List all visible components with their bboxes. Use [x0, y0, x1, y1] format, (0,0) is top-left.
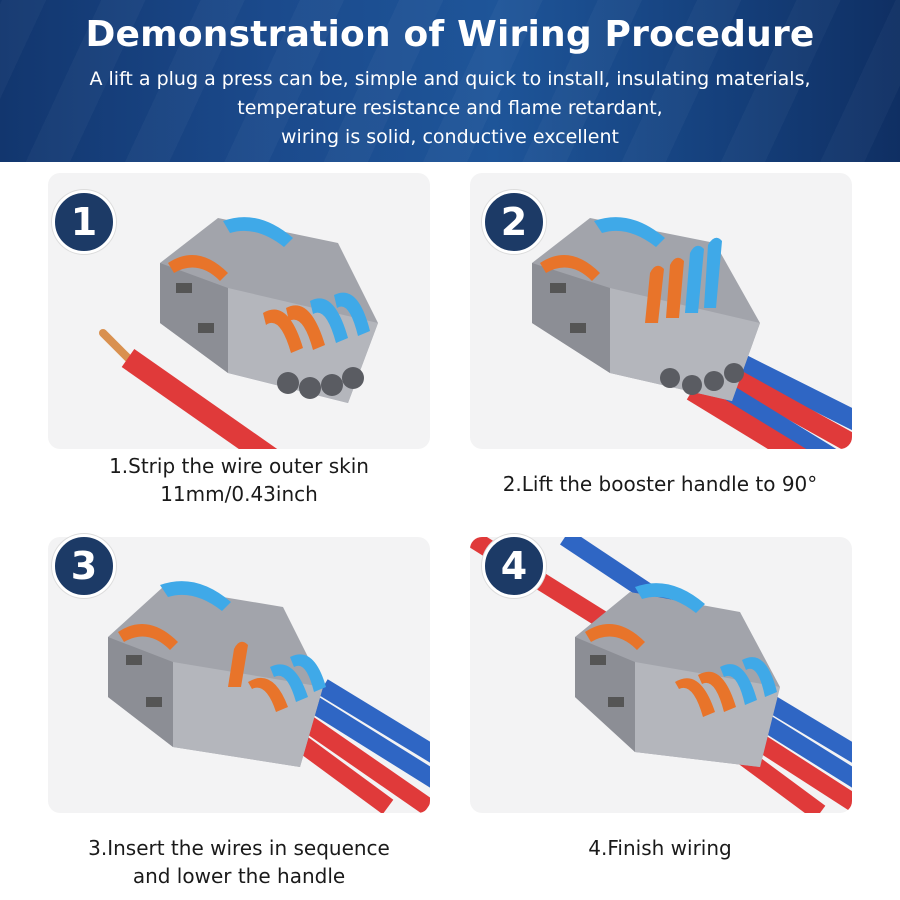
step-2-image: [470, 173, 852, 449]
step-2-number-badge: 2: [482, 190, 546, 254]
step-2-caption: 2.Lift the booster handle to 90°: [450, 470, 870, 498]
step-1-number-badge: 1: [52, 190, 116, 254]
step-4-caption: 4.Finish wiring: [450, 834, 870, 862]
step-3-image: [48, 537, 430, 813]
step-2-caption-line-1: 2.Lift the booster handle to 90°: [502, 472, 818, 496]
step-1-caption: 1.Strip the wire outer skin 11mm/0.43inc…: [29, 452, 449, 508]
stripped-wire-illustration: [99, 329, 278, 449]
step-1-caption-line-2: 11mm/0.43inch: [160, 482, 318, 506]
step-4-number-badge: 4: [482, 534, 546, 598]
subtitle-line-2: temperature resistance and flame retarda…: [237, 97, 663, 119]
subtitle-line-1: A lift a plug a press can be, simple and…: [89, 68, 811, 90]
step-3-caption-line-2: and lower the handle: [132, 864, 346, 888]
subtitle-line-3: wiring is solid, conductive excellent: [281, 126, 619, 148]
connector-illustration: [108, 581, 326, 767]
page-title: Demonstration of Wiring Procedure: [85, 14, 815, 55]
step-3-caption-line-1: 3.Insert the wires in sequence: [88, 836, 390, 860]
connector-illustration: [532, 217, 760, 401]
connector-illustration: [575, 583, 780, 767]
connector-illustration: [160, 217, 378, 403]
step-4-caption-line-1: 4.Finish wiring: [588, 836, 732, 860]
header-banner: Demonstration of Wiring Procedure A lift…: [0, 0, 900, 162]
step-1-caption-line-1: 1.Strip the wire outer skin: [109, 454, 369, 478]
step-3-number-badge: 3: [52, 534, 116, 598]
step-3-caption: 3.Insert the wires in sequence and lower…: [29, 834, 449, 890]
step-1-image: [48, 173, 430, 449]
